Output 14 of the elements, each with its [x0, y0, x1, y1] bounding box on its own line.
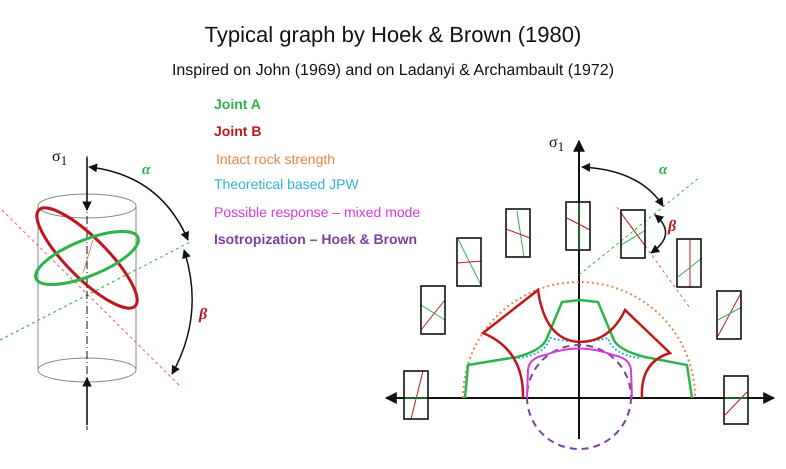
subtitle: Inspired on John (1969) and on Ladanyi & Archambault (1972)	[172, 62, 614, 80]
legend-text: Possible response – mixed mode	[214, 204, 420, 220]
legend-text: Theoretical based JPW	[214, 176, 359, 192]
angle-label: α	[142, 162, 150, 179]
sigma-label: σ$_{1}$	[549, 134, 564, 156]
angle-label: α	[659, 162, 668, 179]
legend-text: Intact rock strength	[216, 151, 336, 167]
sigma-label: σ$_{1}$	[52, 148, 68, 170]
angle-label: β	[199, 306, 208, 324]
legend-text: Isotropization – Hoek & Brown	[214, 231, 418, 247]
angle-label: β	[668, 218, 676, 236]
legend-text: Joint A	[214, 96, 261, 112]
title: Typical graph by Hoek & Brown (1980)	[204, 22, 582, 48]
legend-text: Joint B	[214, 123, 262, 139]
